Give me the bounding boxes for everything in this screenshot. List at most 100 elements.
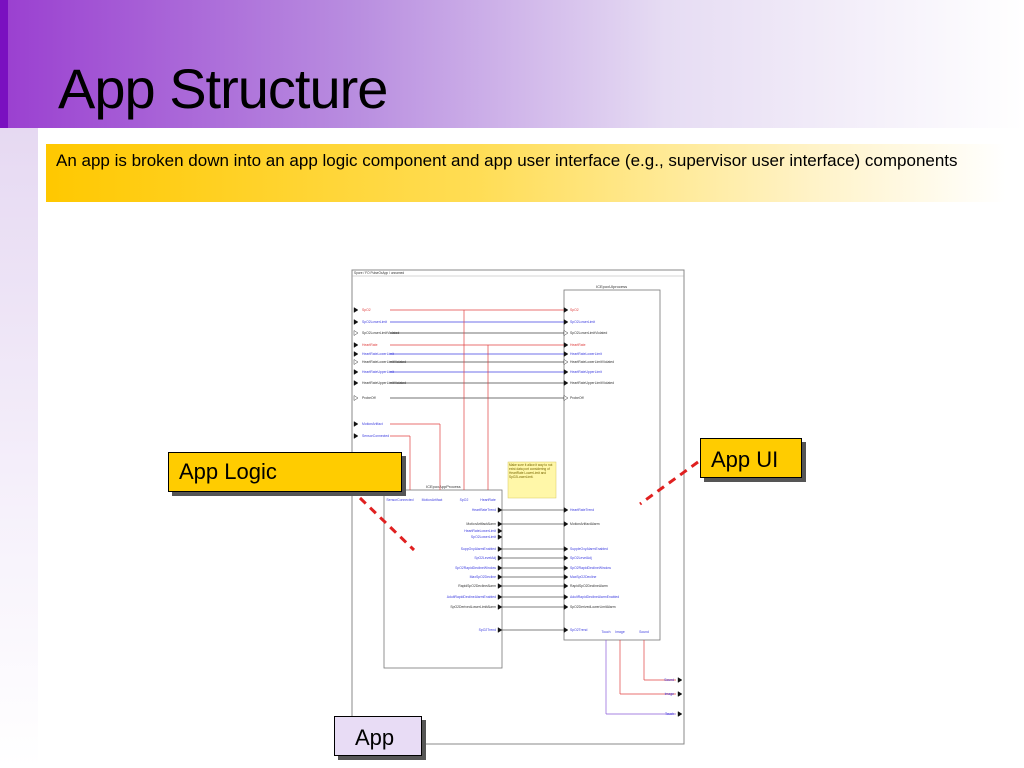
logic-output-port (497, 507, 503, 513)
ui-input-label: HeartRateUpperLimitViolated (570, 381, 614, 385)
logic-output-port (497, 521, 503, 527)
ui-block-title: ICEpoxUIprocess (596, 284, 627, 289)
ui-input-label: SpO2 (570, 308, 579, 312)
ui-mid-port (563, 555, 569, 561)
outer-output-label: Sound (664, 678, 674, 682)
ui-input-port (563, 369, 569, 375)
ui-mid-label: SpO2Trend (570, 628, 588, 632)
logic-top-port-label: SensorConnected (386, 498, 413, 502)
ui-mid-label: SpO2DerivedLowerLimitAlarm (570, 605, 616, 609)
outer-input-port (353, 351, 359, 357)
outer-input-port (353, 319, 359, 325)
logic-output-label: MaxSpO2Decline (470, 575, 496, 579)
outer-input-label: HeartRateLowerLimitViolated (362, 360, 406, 364)
logic-output-port (497, 604, 503, 610)
ui-process-block (563, 289, 661, 641)
ui-mid-port (563, 521, 569, 527)
ui-input-label: HeartRateLowerLimit (570, 352, 602, 356)
page-title: App Structure (58, 57, 388, 120)
logic-output-port (497, 583, 503, 589)
logic-output-port (497, 627, 503, 633)
logic-output-label: SpO2DerivedLowerLimitAlarm (450, 605, 496, 609)
logic-top-port-label: HeartRate (480, 498, 496, 502)
logic-output-port (497, 546, 503, 552)
ui-input-label: HeartRateUpperLimit (570, 370, 602, 374)
logic-output-label: SpO2LowerLimit (471, 535, 496, 539)
logic-block-title: ICEpoxAppProcess (426, 484, 461, 489)
logic-output-label: SpO2LevelAdj (474, 556, 496, 560)
logic-output-label: SpO2RapidDeclineWindow (455, 566, 496, 570)
logic-output-port (497, 594, 503, 600)
logic-output-label: HeartRateLowerLimit (464, 529, 496, 533)
ui-mid-label: AdultRapidDeclineAlarmEnabled (570, 595, 619, 599)
ui-input-port (563, 342, 569, 348)
diagram-header: Spore / FO PulseOxApp / unnamed (354, 271, 404, 275)
outer-input-label: SpO2 (362, 308, 371, 312)
outer-output-port (677, 691, 683, 697)
outer-input-port (353, 395, 359, 401)
side-strip (0, 128, 38, 768)
ui-mid-label: MotionArtifactAlarm (570, 522, 600, 526)
ui-input-port (563, 351, 569, 357)
logic-top-port-label: MotionArtifact (422, 498, 443, 502)
outer-input-label: HeartRate (362, 343, 378, 347)
ui-mid-port (563, 594, 569, 600)
outer-output-label: Image (665, 692, 675, 696)
outer-input-label: SpO2LowerLimit (362, 320, 387, 324)
wires (390, 309, 676, 715)
ui-mid-label: SpO2RapidDeclineWindow (570, 566, 611, 570)
ui-mid-port (563, 565, 569, 571)
logic-output-port (497, 574, 503, 580)
logic-top-port-label: SpO2 (460, 498, 469, 502)
aadl-diagram: Spore / FO PulseOxApp / unnamed ICEpoxUI… (351, 269, 685, 745)
app-callout: App (334, 716, 422, 756)
subtitle-banner: An app is broken down into an app logic … (46, 144, 1006, 202)
outer-input-label: HeartRateUpperLimit (362, 370, 394, 374)
outer-input-label: SpO2LowerLimitViolated (362, 331, 399, 335)
outer-input-label: MotionArtifact (362, 422, 383, 426)
ui-input-port (563, 395, 569, 401)
app-ui-connector (639, 460, 699, 506)
outer-input-port (353, 307, 359, 313)
ui-input-port (563, 359, 569, 365)
title-band (0, 0, 1024, 128)
note-box (507, 461, 557, 499)
ui-bottom-port-label: Sound (639, 630, 649, 634)
ui-input-port (563, 380, 569, 386)
app-logic-connector (358, 496, 416, 552)
accent-bar (0, 0, 8, 128)
logic-output-label: RapidSpO2DeclineAlarm (458, 584, 496, 588)
ui-mid-port (563, 507, 569, 513)
ui-input-label: SpO2LowerLimitViolated (570, 331, 607, 335)
logic-output-label: HeartRateTrend (472, 508, 496, 512)
outer-input-label: SensorConnected (362, 434, 389, 438)
ui-mid-port (563, 627, 569, 633)
ui-bottom-port-label: Image (615, 630, 625, 634)
ui-input-label: HeartRateLowerLimitViolated (570, 360, 614, 364)
ui-mid-port (563, 574, 569, 580)
outer-input-port (353, 421, 359, 427)
outer-input-port (353, 380, 359, 386)
logic-output-label: AdultRapidDeclineAlarmEnabled (447, 595, 496, 599)
ui-mid-label: HeartRateTrend (570, 508, 594, 512)
logic-output-port (497, 528, 503, 534)
logic-output-label: MotionArtifactAlarm (466, 522, 496, 526)
logic-output-label: SuppOxyAlarmEnabled (461, 547, 496, 551)
outer-input-port (353, 359, 359, 365)
app-ui-callout: App UI (700, 438, 802, 478)
logic-output-label: SpO2Trend (479, 628, 497, 632)
outer-input-port (353, 433, 359, 439)
outer-input-port (353, 342, 359, 348)
ui-input-port (563, 319, 569, 325)
logic-output-port (497, 555, 503, 561)
outer-output-port (677, 677, 683, 683)
note-text: Make sure it allow it way to not exist d… (509, 463, 553, 479)
ui-mid-label: SpO2LevelAdj (570, 556, 592, 560)
outer-output-port (677, 711, 683, 717)
ui-input-label: ProbeOff (570, 396, 584, 400)
ui-input-port (563, 307, 569, 313)
ui-mid-port (563, 604, 569, 610)
logic-output-port (497, 565, 503, 571)
